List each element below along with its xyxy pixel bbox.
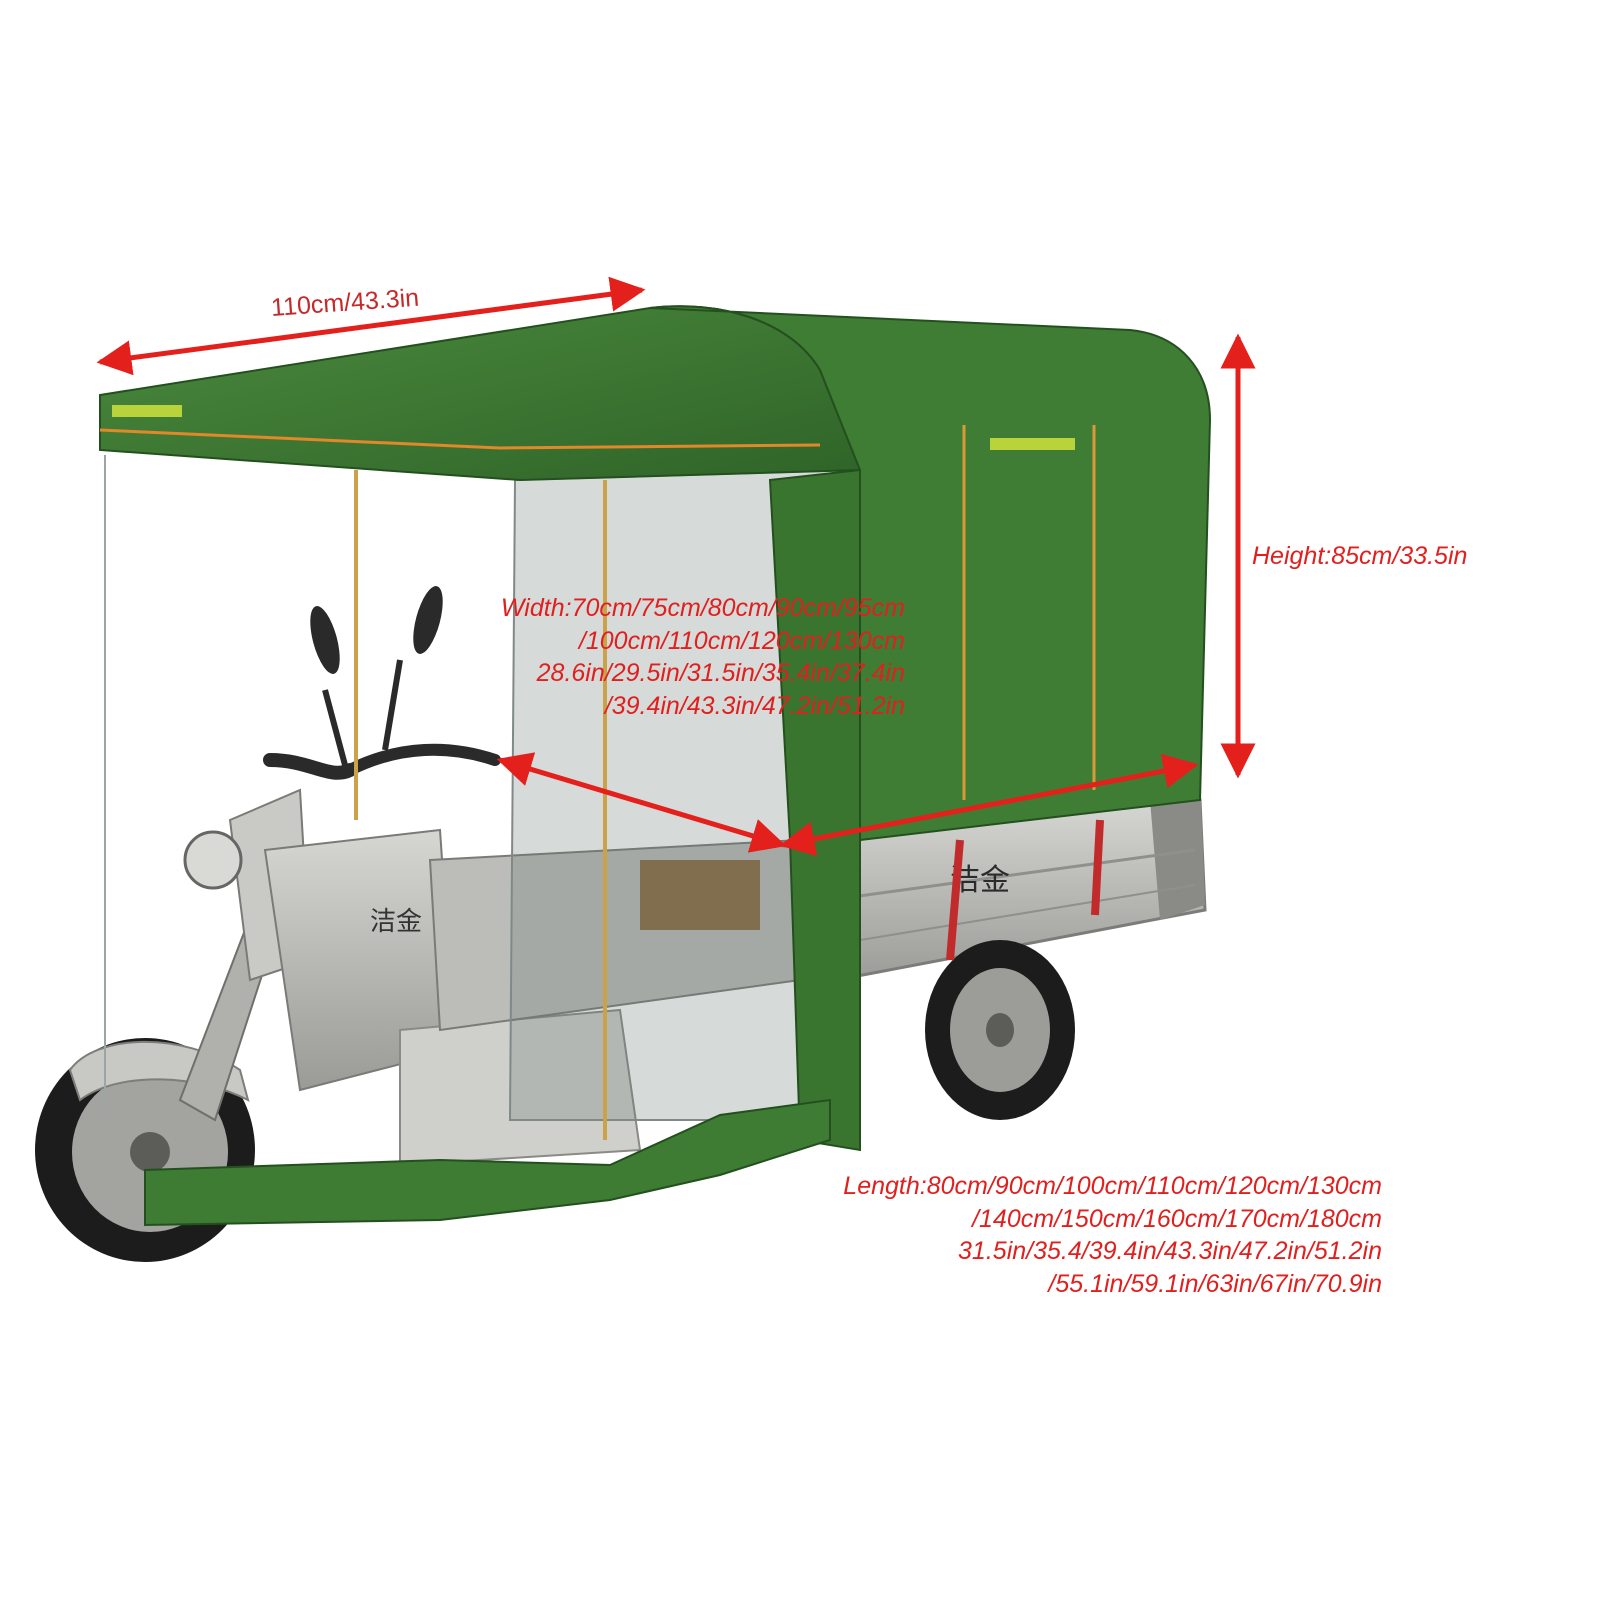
width-line: Width:70cm/75cm/80cm/90cm/95cm bbox=[500, 594, 905, 622]
dimension-length: Length:80cm/90cm/100cm/110cm/120cm/130cm… bbox=[843, 1170, 1382, 1300]
arrow-width-right bbox=[779, 753, 1199, 857]
arrow-top-length bbox=[96, 276, 646, 376]
cargo-strap-right bbox=[1091, 819, 1104, 916]
dimension-height: Height:85cm/33.5in bbox=[1252, 542, 1468, 570]
body-logo-glyphs: 洁金 bbox=[370, 907, 422, 937]
length-line: Length:80cm/90cm/100cm/110cm/120cm/130cm bbox=[843, 1172, 1382, 1200]
tricycle-body: 洁金 bbox=[263, 828, 801, 1167]
width-line: /39.4in/43.3in/47.2in/51.2in bbox=[604, 691, 905, 720]
reflector-strip-side bbox=[990, 438, 1075, 450]
length-line: /55.1in/59.1in/63in/67in/70.9in bbox=[1048, 1269, 1382, 1298]
cargo-strap-left bbox=[946, 839, 964, 961]
width-line: 28.6in/29.5in/31.5in/35.4in/37.4in bbox=[536, 659, 905, 687]
length-line: /140cm/150cm/160cm/170cm/180cm bbox=[972, 1204, 1382, 1233]
dimension-width: Width:70cm/75cm/80cm/90cm/95cm /100cm/11… bbox=[501, 592, 905, 722]
length-line: 31.5in/35.4/39.4in/43.3in/47.2in/51.2in bbox=[958, 1237, 1382, 1265]
rear-wheel bbox=[925, 940, 1075, 1120]
reflector-strip-front bbox=[112, 405, 182, 417]
canopy-roof bbox=[99, 305, 1212, 842]
arrow-width-left bbox=[496, 752, 787, 853]
width-line: /100cm/110cm/120cm/130cm bbox=[578, 626, 905, 655]
